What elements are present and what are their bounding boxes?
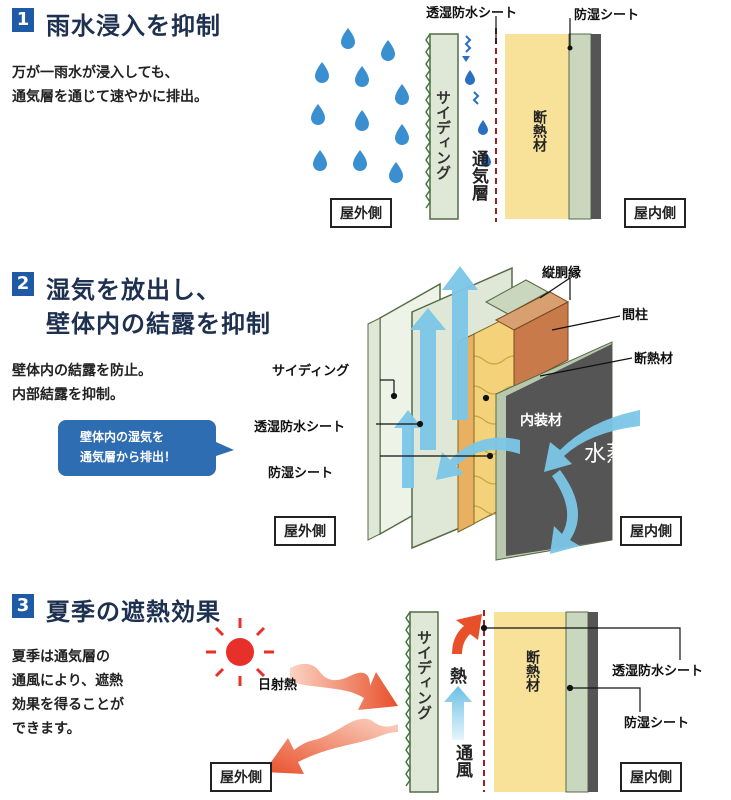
section2-title-line2: 壁体内の結露を抑制 <box>46 310 271 338</box>
section2-callout-line2: 通気層から排出！ <box>80 450 177 464</box>
section1-title: 雨水浸入を抑制 <box>46 12 221 40</box>
section1-inside-label: 屋内側 <box>624 198 686 228</box>
section1-number: 1 <box>12 8 34 32</box>
section2-label-stud: 間柱 <box>622 308 649 323</box>
section3-desc-line1: 夏季は通気層の <box>12 649 110 665</box>
section3-number: 3 <box>12 594 34 618</box>
section2-outside-label: 屋外側 <box>274 516 336 546</box>
section1-air-layer-label: 通気層 <box>468 150 488 201</box>
section1-desc-line2: 通気層を通じて速やかに排出。 <box>12 89 208 105</box>
section2-number: 2 <box>12 272 34 296</box>
section2-inside-label: 屋内側 <box>620 516 682 546</box>
section3-desc-line2: 通風により、遮熱 <box>12 673 124 689</box>
section2-desc-line1: 壁体内の結露を防止。 <box>12 363 152 379</box>
section2-title-line1: 湿気を放出し、 <box>46 276 221 304</box>
section1-label-permeable-sheet: 透湿防水シート <box>426 6 518 21</box>
section2-label-permeable-sheet: 透湿防水シート <box>254 420 346 435</box>
section3-siding-label: サイディング <box>415 630 433 720</box>
section1-outside-label: 屋外側 <box>330 198 392 228</box>
section3-label-vapor-barrier: 防湿シート <box>624 716 690 731</box>
section3-insulation-label: 断熱材 <box>524 650 540 692</box>
section3-title: 夏季の遮熱効果 <box>46 598 221 626</box>
section3-desc-line3: 効果を得ることが <box>12 697 124 713</box>
section2-label-furring-strip: 縦胴縁 <box>542 266 582 281</box>
section3-solar-heat-label: 日射熱 <box>258 678 298 693</box>
section2-desc-line2: 内部結露を抑制。 <box>12 387 124 403</box>
section2-interior-board-label: 内装材 <box>520 413 562 429</box>
section3-label-permeable-sheet: 透湿防水シート <box>612 664 704 679</box>
section2-label-insulation: 断熱材 <box>634 352 674 367</box>
section3-inside-label: 屋内側 <box>620 762 682 792</box>
section1-insulation-label: 断熱材 <box>531 110 547 152</box>
section3-wind-label: 通風 <box>452 744 472 778</box>
raindrop-icons <box>311 28 409 183</box>
section3-heat-label: 熱 <box>450 667 467 687</box>
section1-desc-line1: 万が一雨水が浸入しても、 <box>12 65 179 81</box>
section3-desc-line4: できます。 <box>12 721 81 737</box>
section1-label-vapor-barrier: 防湿シート <box>574 8 640 23</box>
section2-vapor-label: 水蒸気 <box>584 442 651 467</box>
sun-icon <box>206 618 274 686</box>
section2-label-vapor-barrier: 防湿シート <box>268 466 334 481</box>
section1-siding-label: サイディング <box>434 90 452 180</box>
section3-outside-label: 屋外側 <box>210 762 272 792</box>
section2-label-siding: サイディング <box>272 364 350 379</box>
section2-callout-line1: 壁体内の湿気を <box>80 430 165 444</box>
